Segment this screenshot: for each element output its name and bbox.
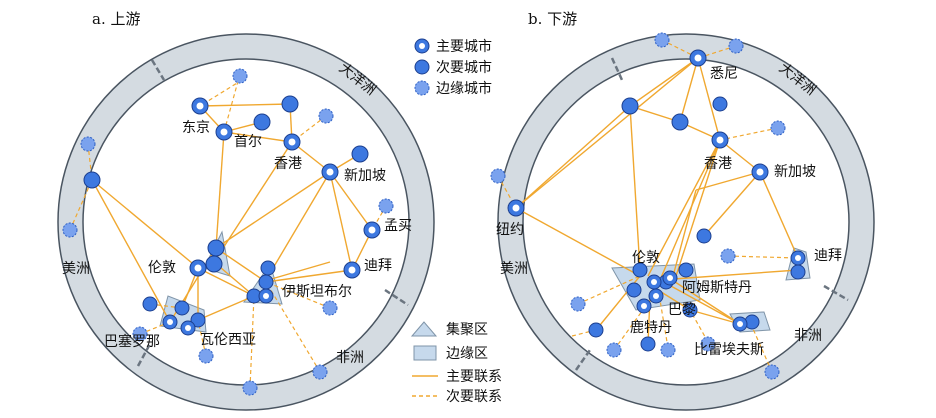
city-label-barcelona: 巴塞罗那	[104, 333, 160, 350]
ring-divider	[823, 284, 849, 302]
city-label-brussels: 比雷埃夫斯	[694, 342, 764, 358]
city-label-hongkong: 香港	[704, 156, 732, 172]
major-cities	[162, 97, 381, 336]
city-label-newyork: 纽约	[496, 222, 524, 238]
city-label-dubai: 迪拜	[364, 258, 392, 274]
region-africa: 非洲	[336, 350, 364, 366]
legend: 主要城市 次要城市 边缘城市 集聚区 边缘区 主要联系 次要联系	[410, 38, 502, 405]
legend-edge-city-icon	[414, 80, 430, 96]
city-label-london: 伦敦	[632, 250, 660, 266]
city-label-dubai: 迪拜	[814, 248, 842, 264]
ring-divider	[574, 349, 592, 371]
legend-secondary-city-icon	[414, 59, 430, 75]
major-cities	[507, 49, 806, 332]
city-label-paris: 巴黎	[668, 302, 696, 318]
city-label-amsterdam: 阿姆斯特丹	[682, 280, 752, 296]
region-americas: 美洲	[62, 261, 90, 277]
region-africa: 非洲	[794, 328, 822, 344]
major-links	[515, 57, 799, 345]
panel-upper-title: a. 上游	[92, 10, 140, 28]
city-label-istanbul: 伊斯坦布尔	[282, 284, 352, 300]
secondary-cities	[588, 96, 806, 352]
panel-lower: b. 下游 大洋洲 美洲 非洲	[490, 10, 875, 411]
ring-divider	[384, 288, 409, 307]
legend-secondary-city: 次要城市	[436, 59, 492, 76]
city-label-rotterdam: 鹿特丹	[630, 319, 672, 336]
legend-edge-zone: 边缘区	[446, 346, 488, 362]
city-label-mumbai: 孟买	[384, 218, 412, 234]
ring-divider	[610, 57, 624, 81]
region-americas: 美洲	[500, 261, 528, 277]
legend-major-link: 主要联系	[446, 369, 502, 385]
city-label-tokyo: 东京	[182, 120, 210, 136]
edge-cities	[490, 32, 786, 380]
city-label-valencia: 瓦伦西亚	[200, 332, 256, 348]
city-label-singapore: 新加坡	[344, 168, 386, 184]
legend-edge-city: 边缘城市	[436, 80, 492, 97]
legend-cluster-zone: 集聚区	[446, 321, 488, 338]
secondary-cities	[83, 95, 369, 328]
city-label-seoul: 首尔	[234, 134, 262, 150]
panel-upper: a. 上游 大洋洲 美洲 非洲	[57, 10, 435, 411]
city-label-london: 伦敦	[148, 260, 176, 276]
legend-major-city: 主要城市	[436, 38, 492, 55]
city-label-hongkong: 香港	[274, 156, 302, 172]
legend-cluster-icon	[410, 321, 438, 337]
edge-cities	[62, 68, 394, 396]
inner-disc	[522, 58, 850, 386]
ring-divider	[136, 343, 152, 367]
city-label-singapore: 新加坡	[774, 164, 816, 180]
city-label-sydney: 悉尼	[710, 66, 738, 82]
panel-lower-title: b. 下游	[528, 10, 577, 28]
ring-divider	[150, 59, 166, 81]
legend-secondary-link: 次要联系	[446, 389, 502, 405]
legend-edge-zone-icon	[413, 345, 437, 361]
